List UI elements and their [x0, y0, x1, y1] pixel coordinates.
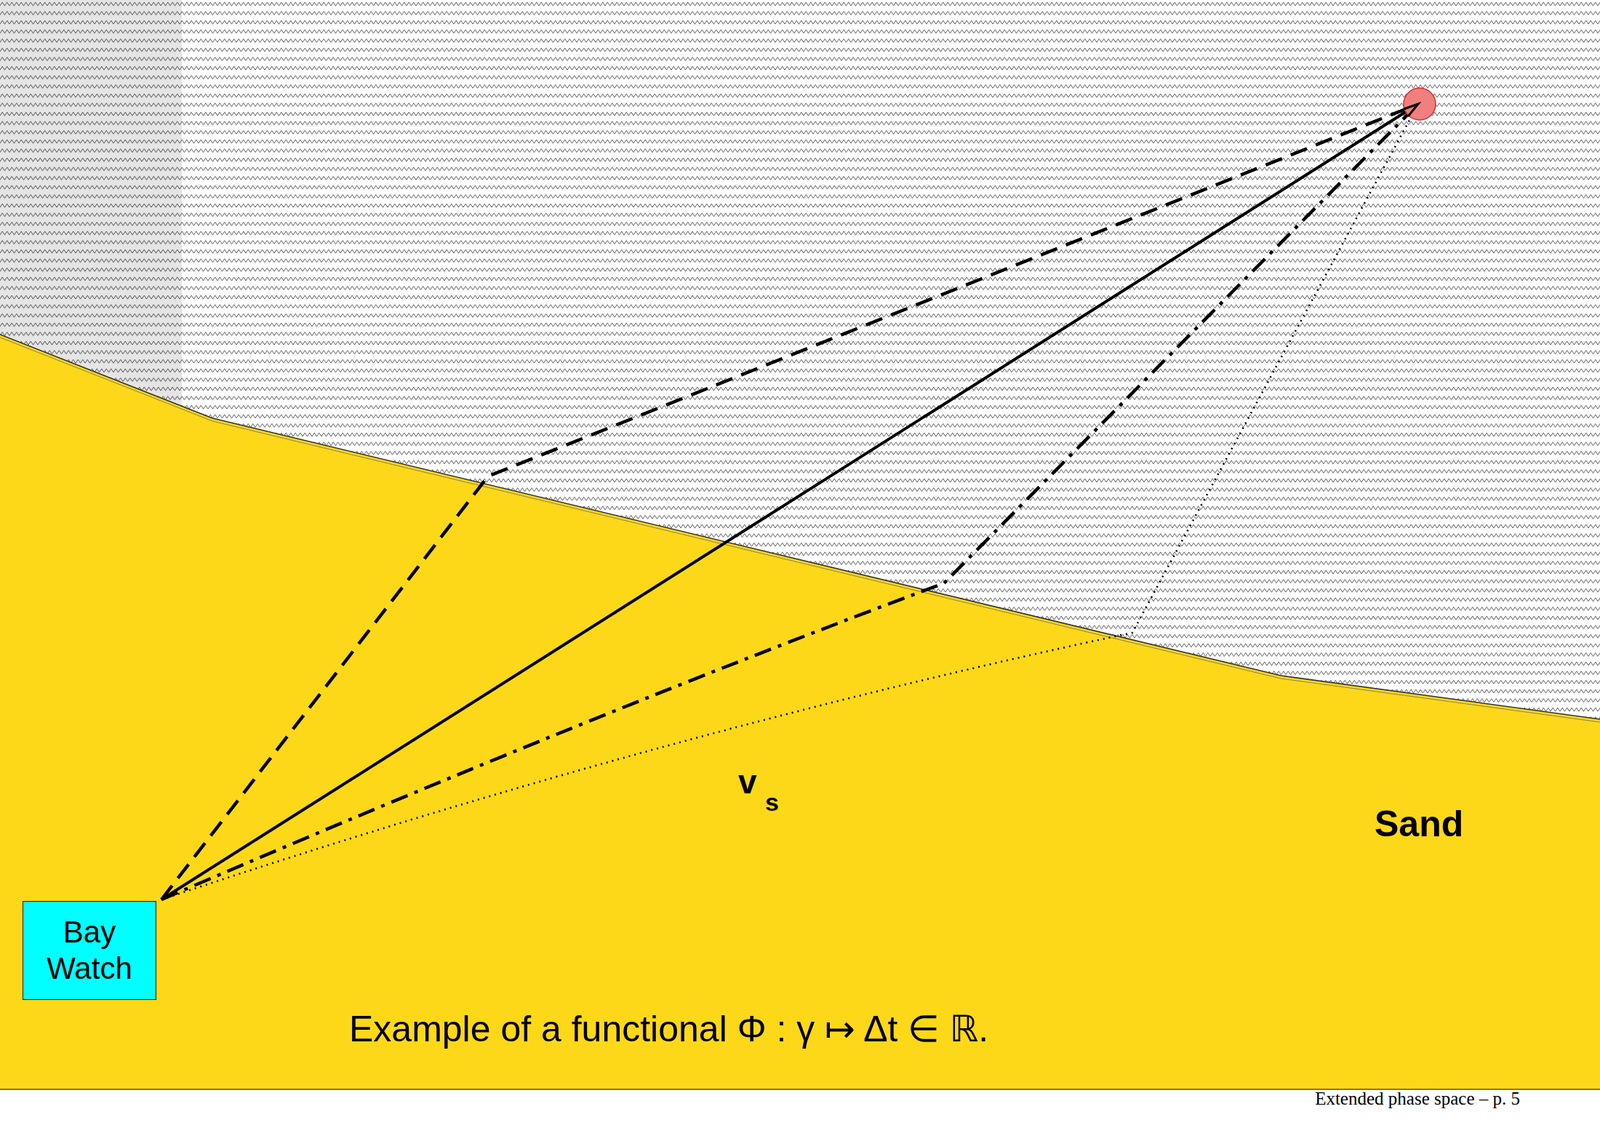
- shoreline: [0, 334, 1600, 720]
- water-waves: [0, 0, 1600, 1090]
- straight-path: [161, 104, 1419, 900]
- watch-box: Bay Watch: [22, 901, 157, 1000]
- caption: Example of a functional Φ : γ ↦ Δt ∈ ℝ.: [349, 1008, 989, 1051]
- water-ground: [0, 0, 1600, 1090]
- box-label: Bay Watch: [30, 914, 149, 988]
- page-footer: Extended phase space – p. 5: [1314, 1088, 1520, 1110]
- arrow-head: [1403, 104, 1419, 117]
- dotted-path: [161, 104, 1419, 900]
- sand-region: [0, 334, 1600, 1090]
- shoreline: [0, 337, 1600, 723]
- region-label: Sand: [1374, 802, 1464, 846]
- speed-symbol: v: [738, 762, 758, 802]
- speed-subscript: s: [765, 788, 779, 817]
- swimmer: [1403, 88, 1436, 120]
- dash-dot-path: [161, 104, 1419, 900]
- dashed-path: [161, 104, 1419, 900]
